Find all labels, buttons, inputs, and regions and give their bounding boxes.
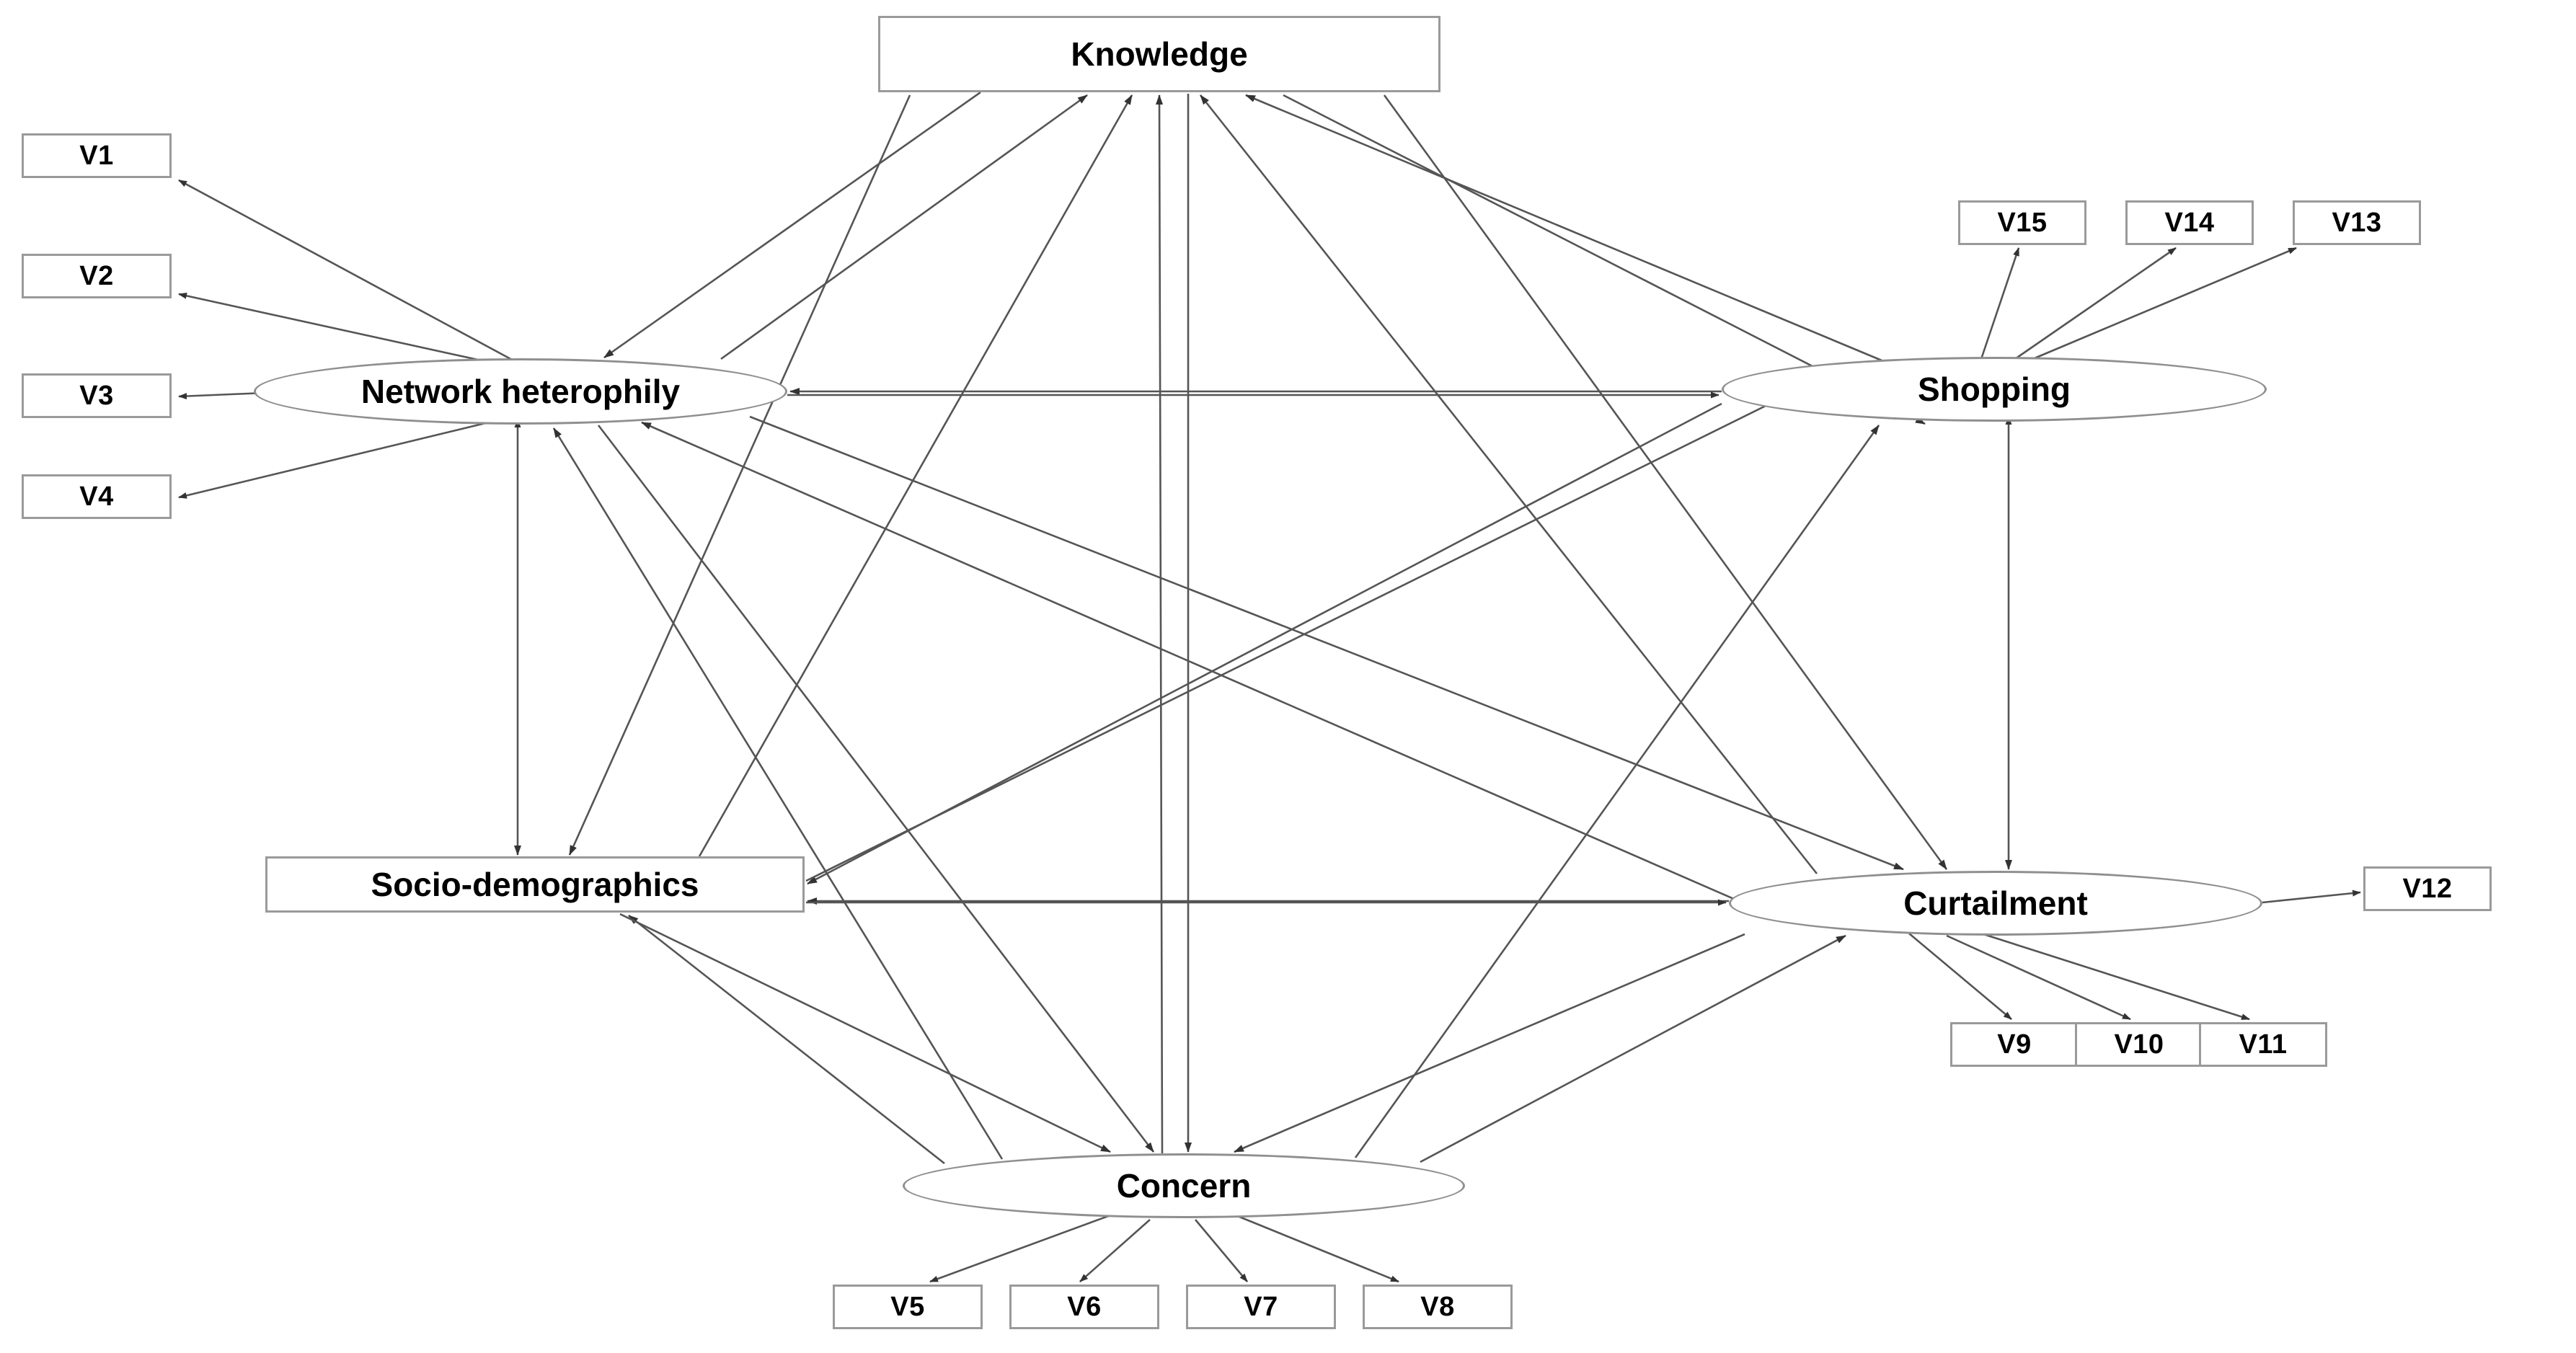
path-curtailment-knowledge [1199, 94, 1818, 874]
path-shopping-knowledge [1245, 94, 1882, 362]
path-concern-v7 [1195, 1219, 1248, 1282]
indicator-label-v11: V11 [2239, 1029, 2288, 1060]
latent-label-curtailment: Curtailment [1903, 884, 2088, 922]
path-concern-sociodem [628, 914, 945, 1165]
indicator-label-v6: V6 [1067, 1291, 1102, 1322]
indicator-label-v8: V8 [1420, 1291, 1455, 1322]
path-shopping-v13 [2025, 247, 2297, 363]
latent-label-network-heterophily: Network heterophily [360, 373, 681, 410]
path-nh-v1 [178, 179, 514, 362]
indicator-node-v2[interactable]: V2 [22, 254, 172, 298]
indicator-label-v13: V13 [2332, 207, 2382, 238]
latent-node-shopping[interactable]: Shopping [1722, 357, 2267, 422]
path-sociodem-shopping [805, 365, 1846, 882]
path-concern-curtailment [1420, 934, 1846, 1163]
path-knowledge-nh [603, 91, 981, 359]
indicator-node-v3[interactable]: V3 [22, 373, 172, 418]
indicator-node-v7[interactable]: V7 [1186, 1285, 1336, 1329]
path-concern-v5 [929, 1214, 1111, 1283]
path-shopping-v15 [1980, 247, 2020, 360]
path-knowledge-curtailment [1383, 94, 1948, 870]
path-concern-nh [552, 427, 1004, 1160]
path-curtailment-v11 [1980, 932, 2250, 1021]
indicator-label-v4: V4 [79, 481, 114, 512]
indicator-node-v9[interactable]: V9 [1950, 1022, 2079, 1067]
indicator-node-v12[interactable]: V12 [2363, 866, 2492, 911]
path-shopping-v14 [2012, 247, 2177, 362]
path-curtailment-nh [641, 421, 1753, 908]
indicator-label-v12: V12 [2402, 873, 2453, 904]
path-concern-knowledge [1156, 94, 1164, 1154]
indicator-node-v8[interactable]: V8 [1363, 1285, 1513, 1329]
indicator-node-v10[interactable]: V10 [2075, 1022, 2203, 1067]
indicator-label-v7: V7 [1244, 1291, 1278, 1322]
indicator-node-v14[interactable]: V14 [2125, 200, 2254, 245]
path-nh-v2 [178, 292, 498, 365]
latent-label-socio-demographics: Socio-demographics [371, 866, 699, 903]
path-nh-curtailment [749, 415, 1904, 871]
latent-node-curtailment[interactable]: Curtailment [1729, 871, 2262, 936]
indicator-label-v9: V9 [1997, 1029, 2032, 1060]
indicator-label-v14: V14 [2164, 207, 2215, 238]
indicator-label-v2: V2 [79, 260, 114, 291]
indicator-node-v15[interactable]: V15 [1958, 200, 2086, 245]
latent-node-network-heterophily[interactable]: Network heterophily [254, 358, 787, 425]
path-curtailment-v10 [1946, 934, 2131, 1021]
path-sociodem-knowledge [698, 94, 1133, 857]
path-concern-shopping [1354, 425, 1880, 1158]
latent-node-knowledge[interactable]: Knowledge [878, 16, 1440, 92]
indicator-node-v4[interactable]: V4 [22, 474, 172, 519]
indicator-label-v5: V5 [890, 1291, 925, 1322]
path-concern-v6 [1079, 1219, 1151, 1282]
latent-label-knowledge: Knowledge [1071, 35, 1248, 73]
indicator-node-v6[interactable]: V6 [1009, 1285, 1159, 1329]
path-nh-v3 [178, 391, 266, 400]
latent-node-concern[interactable]: Concern [903, 1153, 1465, 1218]
path-curtailment-concern [1234, 933, 1745, 1153]
indicator-label-v1: V1 [79, 140, 114, 171]
indicator-node-v11[interactable]: V11 [2199, 1022, 2327, 1067]
path-nh-concern [597, 425, 1155, 1153]
indicator-node-v1[interactable]: V1 [22, 133, 172, 178]
path-nh-v4 [178, 419, 498, 499]
path-knowledge-sociodem [568, 94, 911, 856]
path-curtailment-v12 [2262, 890, 2361, 904]
indicator-label-v15: V15 [1997, 207, 2048, 238]
indicator-node-v5[interactable]: V5 [833, 1285, 983, 1329]
latent-node-socio-demographics[interactable]: Socio-demographics [265, 856, 805, 913]
latent-label-shopping: Shopping [1917, 371, 2071, 408]
indicator-label-v3: V3 [79, 380, 114, 411]
path-concern-v8 [1235, 1214, 1399, 1283]
latent-label-concern: Concern [1116, 1167, 1252, 1205]
path-sociodem-concern [619, 913, 1111, 1153]
path-nh-knowledge [720, 94, 1088, 360]
indicator-node-v13[interactable]: V13 [2293, 200, 2421, 245]
indicator-label-v10: V10 [2114, 1029, 2164, 1060]
path-curtailment-v9 [1908, 933, 2012, 1020]
